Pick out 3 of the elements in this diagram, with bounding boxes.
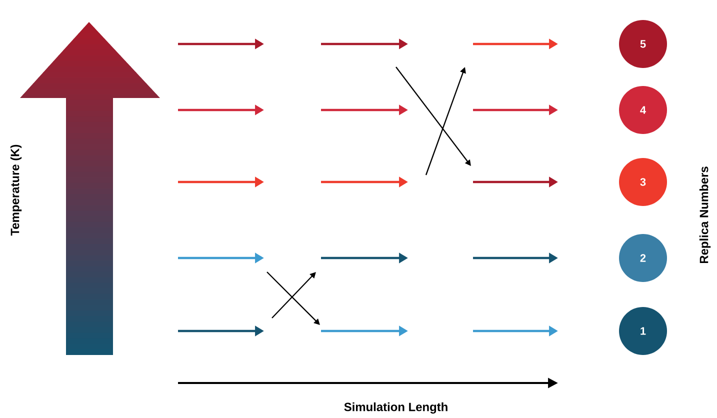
axis-label: Simulation Length [344,402,448,414]
axis-label: Temperature (K) [10,144,22,236]
axis-label: Replica Numbers [699,166,711,264]
